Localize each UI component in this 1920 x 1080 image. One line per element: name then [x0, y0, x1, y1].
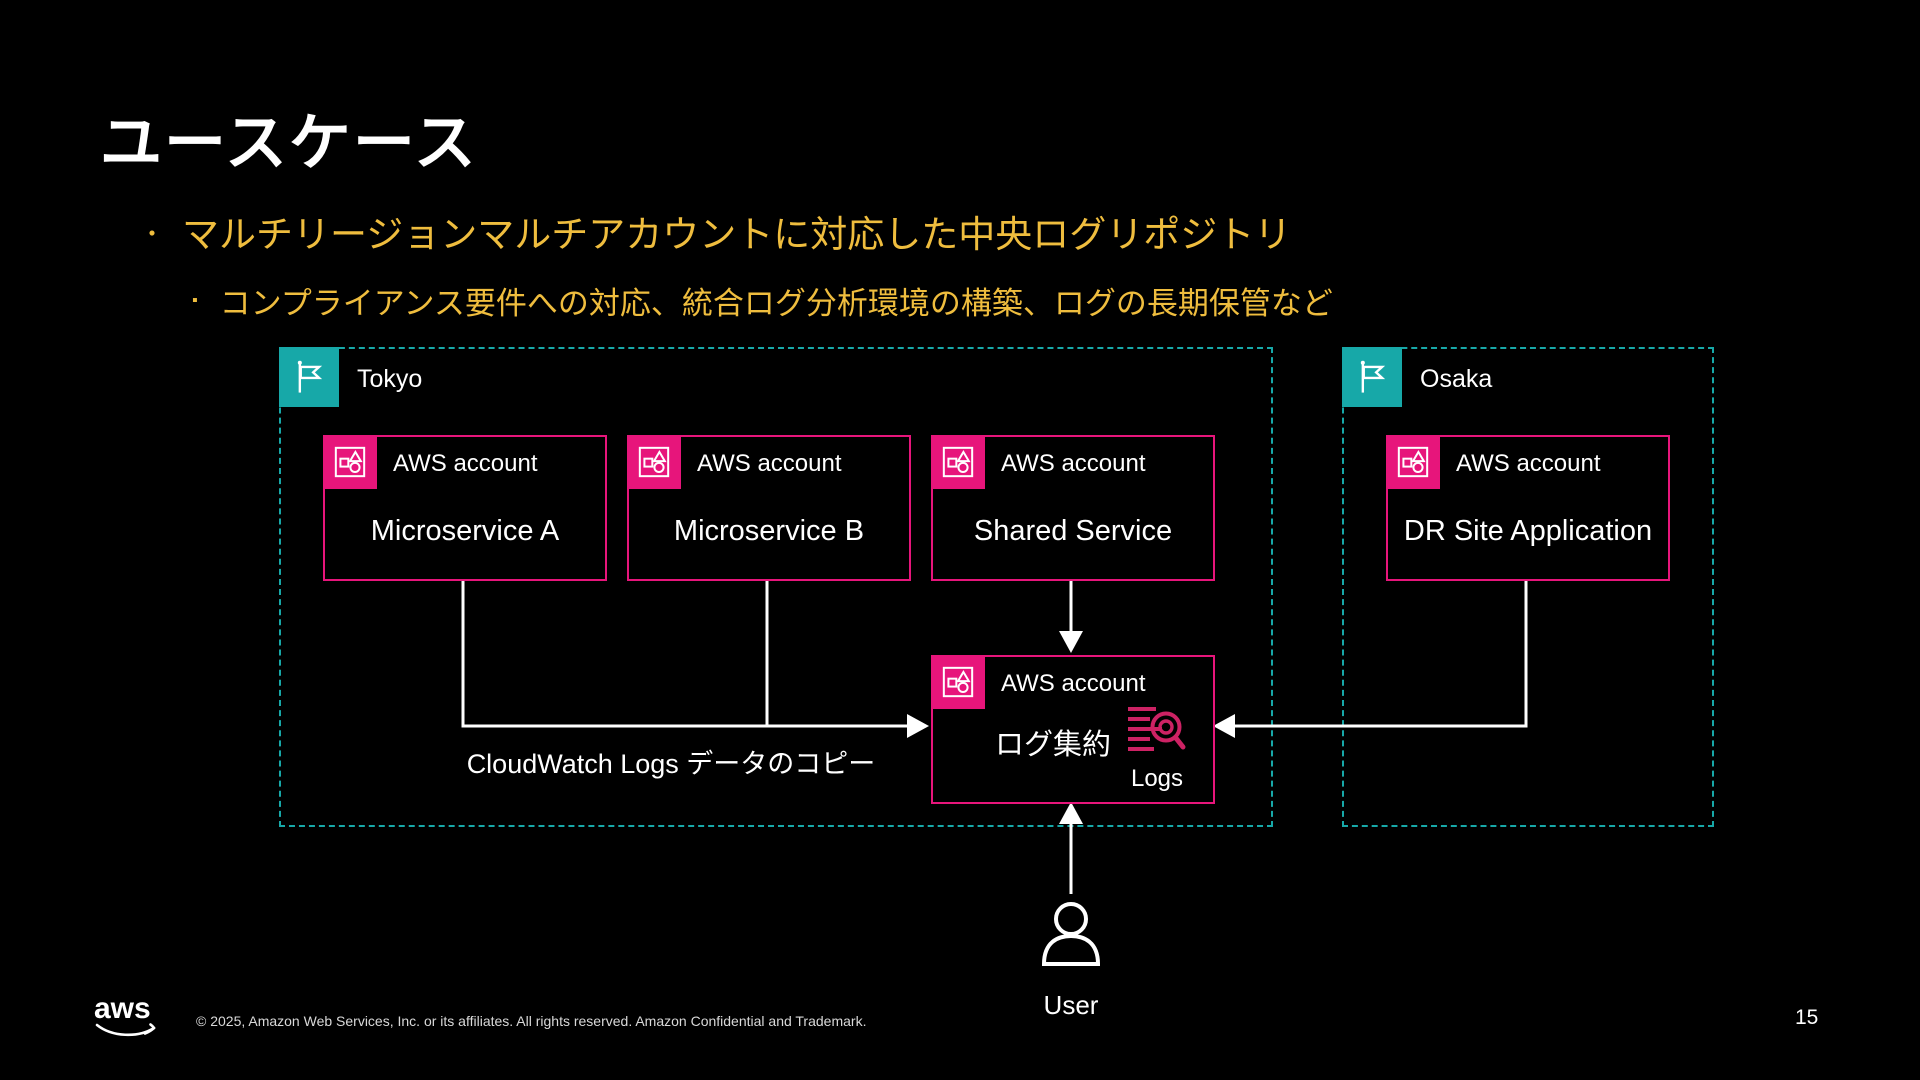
bullet-level1: ・ マルチリージョンマルチアカウントに対応した中央ログリポジトリ	[140, 204, 1291, 258]
account-box-microservice-a: AWS account Microservice A	[323, 435, 607, 581]
footer-copyright: © 2025, Amazon Web Services, Inc. or its…	[196, 1013, 867, 1029]
account-name: ログ集約	[995, 729, 1112, 761]
account-box-microservice-b: AWS account Microservice B	[627, 435, 911, 581]
region-osaka-label: Osaka	[1420, 365, 1493, 393]
page-title: ユースケース	[100, 109, 478, 178]
account-name: Shared Service	[973, 515, 1173, 547]
aws-logo: aws	[94, 992, 164, 1046]
bullet-level2: ▪ コンプライアンス要件への対応、統合ログ分析環境の構築、ログの長期保管など	[192, 278, 1333, 323]
bullet-square-marker: ▪	[192, 291, 198, 309]
region-flag-icon	[1342, 347, 1402, 407]
region-osaka: Osaka	[1342, 347, 1714, 827]
aws-account-header: AWS account	[1001, 670, 1146, 697]
logs-service-label: Logs	[1130, 765, 1184, 792]
user-label: User	[1043, 990, 1099, 1020]
aws-logo-text: aws	[94, 992, 151, 1025]
aws-account-icon	[323, 435, 377, 489]
aws-account-icon	[931, 435, 985, 489]
bullet-level1-text: マルチリージョンマルチアカウントに対応した中央ログリポジトリ	[182, 214, 1292, 255]
bullet-level2-text: コンプライアンス要件への対応、統合ログ分析環境の構築、ログの長期保管など	[219, 286, 1333, 321]
aws-account-icon	[931, 655, 985, 709]
aws-account-header: AWS account	[1001, 450, 1146, 477]
page-number: 15	[1795, 1006, 1819, 1029]
account-box-dr-site: AWS account DR Site Application	[1386, 435, 1670, 581]
aws-account-icon	[627, 435, 681, 489]
user-icon	[1033, 898, 1109, 976]
aws-account-header: AWS account	[1456, 450, 1601, 477]
account-box-log-aggregation: AWS account ログ集約 Logs	[931, 655, 1215, 804]
bullet-dot-marker: ・	[140, 220, 164, 248]
account-name: Microservice B	[673, 515, 865, 547]
aws-account-header: AWS account	[697, 450, 842, 477]
aws-account-header: AWS account	[393, 450, 538, 477]
account-box-shared-service: AWS account Shared Service	[931, 435, 1215, 581]
region-tokyo-label: Tokyo	[357, 365, 423, 393]
aws-account-icon	[1386, 435, 1440, 489]
region-flag-icon	[279, 347, 339, 407]
cloudwatch-logs-icon	[1125, 699, 1189, 763]
cloudwatch-copy-label: CloudWatch Logs データのコピー	[466, 749, 876, 779]
account-name: Microservice A	[370, 515, 560, 547]
account-name: DR Site Application	[1403, 515, 1653, 547]
